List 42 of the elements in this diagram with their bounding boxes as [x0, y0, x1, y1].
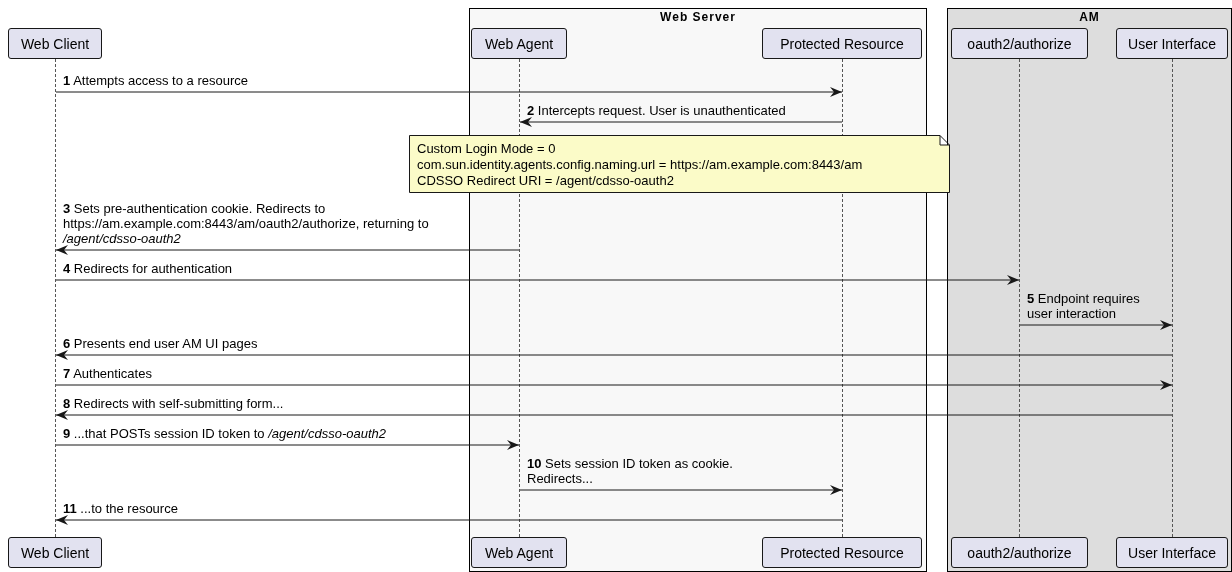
group-title: Web Server [659, 10, 737, 24]
group-box [947, 8, 1232, 572]
message-label: 11 ...to the resource [63, 501, 178, 516]
note-box [409, 135, 950, 193]
lifeline [1019, 59, 1020, 537]
participant-box: Web Agent [471, 28, 567, 59]
message-label: 1 Attempts access to a resource [63, 73, 248, 88]
participant-box: User Interface [1116, 537, 1228, 568]
lifeline [1172, 59, 1173, 537]
message-label: 9 ...that POSTs session ID token to /agent/cdsso-oauth2 [63, 426, 387, 441]
message-arrow [55, 245, 520, 255]
message-label: 5 Endpoint requires user interaction [1027, 291, 1141, 321]
message-arrow [55, 515, 843, 525]
participant-box: oauth2/authorize [951, 28, 1088, 59]
message-arrow [55, 275, 1020, 285]
lifeline [55, 59, 56, 537]
participant-box: User Interface [1116, 28, 1228, 59]
note-text: com.sun.identity.agents.config.naming.url = https://am.example.com:8443/am [417, 157, 864, 173]
note-text: CDSSO Redirect URI = /agent/cdsso-oauth2 [417, 173, 675, 189]
participant-box: Web Client [8, 537, 102, 568]
participant-box: Web Agent [471, 537, 567, 568]
message-label: 3 Sets pre-authentication cookie. Redirects to https://am.example.com:8443/am/oauth2/authorize, returning to /agent/cdsso-oauth2 [63, 201, 430, 246]
message-label: 4 Redirects for authentication [63, 261, 233, 276]
participant-box: Web Client [8, 28, 102, 59]
message-arrow [55, 87, 843, 97]
message-label: 7 Authenticates [63, 366, 152, 381]
message-arrow [55, 410, 1173, 420]
message-arrow [519, 117, 843, 127]
participant-box: Protected Resource [762, 28, 922, 59]
message-label: 6 Presents end user AM UI pages [63, 336, 258, 351]
message-label: 2 Intercepts request. User is unauthenticated [527, 103, 786, 118]
message-arrow [1019, 320, 1173, 330]
message-arrow [55, 380, 1173, 390]
message-arrow [55, 350, 1173, 360]
note-text: Custom Login Mode = 0 [417, 141, 557, 157]
participant-box: Protected Resource [762, 537, 922, 568]
group-title: AM [1078, 10, 1101, 24]
participant-box: oauth2/authorize [951, 537, 1088, 568]
message-label: 10 Sets session ID token as cookie. Redirects... [527, 456, 734, 486]
message-label: 8 Redirects with self-submitting form... [63, 396, 284, 411]
message-arrow [519, 485, 843, 495]
message-arrow [55, 440, 520, 450]
